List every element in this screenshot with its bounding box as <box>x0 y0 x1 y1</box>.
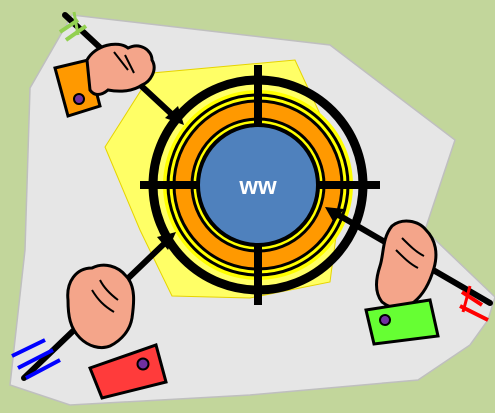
center-label: ww <box>238 173 277 200</box>
